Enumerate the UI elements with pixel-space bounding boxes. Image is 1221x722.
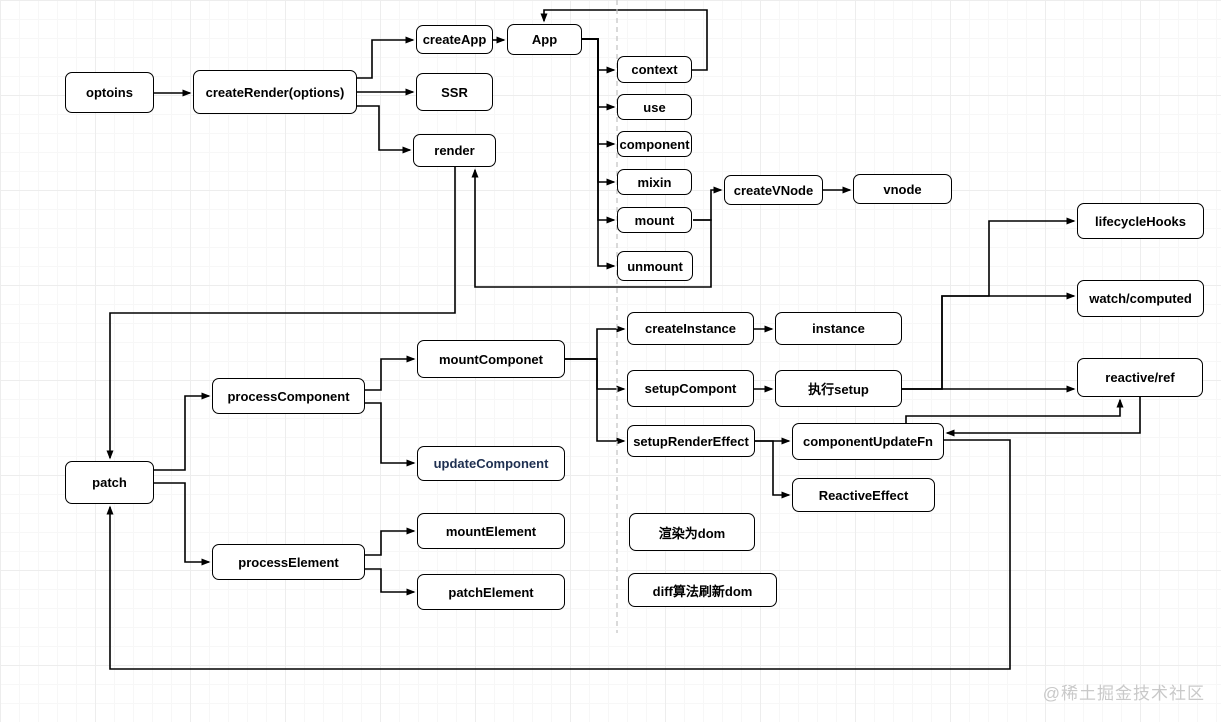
edge-createRender-to-render: [357, 105, 412, 154]
node-processComponent: processComponent: [212, 378, 365, 414]
edge-patch-to-processComponent: [154, 392, 211, 471]
node-optoins: optoins: [65, 72, 154, 113]
node-processElement: processElement: [212, 544, 365, 580]
edge-zhixingSetup-to-watchComputed: [902, 292, 1076, 390]
node-ReactiveEffect: ReactiveEffect: [792, 478, 935, 512]
edge-reactiveRef-to-componentUpdateFn: [945, 397, 1141, 437]
node-App: App: [507, 24, 582, 55]
node-createRender: createRender(options): [193, 70, 357, 114]
watermark: @稀土掘金技术社区: [1042, 684, 1205, 703]
node-mountComponet: mountComponet: [417, 340, 565, 378]
edge-context-to-App: [540, 9, 708, 71]
edge-mountComponet-to-createInstance: [565, 325, 626, 360]
node-component: component: [617, 131, 692, 157]
node-patch: patch: [65, 461, 154, 504]
edge-processComponent-to-mountComponet: [365, 355, 416, 391]
node-createVNode: createVNode: [724, 175, 823, 205]
node-setupRenderEffect: setupRenderEffect: [627, 425, 755, 457]
edge-processElement-to-patchElement: [365, 568, 416, 596]
node-reactiveRef: reactive/ref: [1077, 358, 1203, 397]
edge-mountComponet-to-setupCompont: [565, 358, 626, 393]
node-createInstance: createInstance: [627, 312, 754, 345]
node-watchComputed: watch/computed: [1077, 280, 1204, 317]
edge-mountComponet-to-setupRenderEffect: [565, 358, 626, 445]
node-lifecycleHooks: lifecycleHooks: [1077, 203, 1204, 239]
edge-componentUpdateFn-to-reactiveRef: [905, 398, 1124, 423]
node-render: render: [413, 134, 496, 167]
node-unmount: unmount: [617, 251, 693, 281]
node-mountElement: mountElement: [417, 513, 565, 549]
node-updateComponent: updateComponent: [417, 446, 565, 481]
edge-componentUpdateFn-to-patch: [106, 439, 1011, 670]
edge-mount-to-createVNode: [693, 186, 723, 221]
node-context: context: [617, 56, 692, 83]
node-vnode: vnode: [853, 174, 952, 204]
edge-processElement-to-mountElement: [365, 527, 416, 556]
edge-App-to-unmount: [582, 38, 616, 270]
node-renderAsDom: 渲染为dom: [629, 513, 755, 551]
edge-render-to-patch: [106, 167, 456, 460]
node-createApp: createApp: [416, 25, 493, 54]
node-instance: instance: [775, 312, 902, 345]
edge-processComponent-to-updateComponent: [365, 402, 416, 467]
node-mount: mount: [617, 207, 692, 233]
node-mixin: mixin: [617, 169, 692, 195]
edge-createRender-to-createApp: [357, 36, 415, 79]
node-diffRefreshDom: diff算法刷新dom: [628, 573, 777, 607]
node-componentUpdateFn: componentUpdateFn: [792, 423, 944, 460]
edge-zhixingSetup-to-lifecycleHooks: [902, 217, 1076, 390]
edge-patch-to-processElement: [154, 482, 211, 566]
node-use: use: [617, 94, 692, 120]
edge-mount-to-render: [471, 168, 712, 288]
node-zhixingSetup: 执行setup: [775, 370, 902, 407]
edge-setupRenderEffect-to-ReactiveEffect: [755, 440, 791, 499]
node-setupCompont: setupCompont: [627, 370, 754, 407]
node-patchElement: patchElement: [417, 574, 565, 610]
node-SSR: SSR: [416, 73, 493, 111]
